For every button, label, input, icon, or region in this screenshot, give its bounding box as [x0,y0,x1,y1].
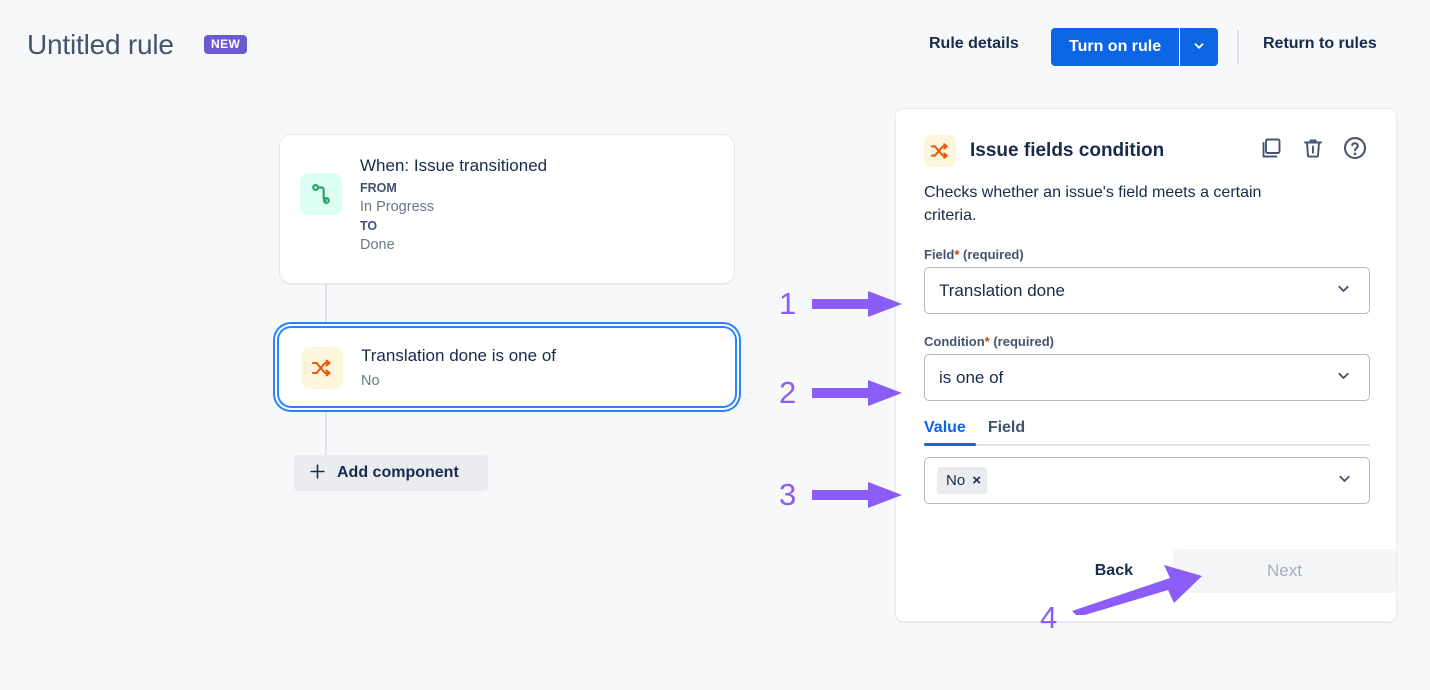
turn-on-rule-button-group: Turn on rule [1051,28,1219,66]
component-config-panel: Issue fields condition [895,108,1397,622]
duplicate-icon[interactable] [1256,133,1286,163]
required-text: (required) [963,247,1024,262]
trigger-from-label: FROM [360,181,397,195]
required-text: (required) [993,334,1055,349]
field-label-text: Field [924,247,955,262]
trigger-to-value: Done [360,237,395,253]
add-component-label: Add component [337,464,459,481]
condition-label: Condition* (required) [896,314,1396,354]
condition-title: Translation done is one of [361,346,556,365]
chevron-down-icon [1192,39,1206,56]
tab-field[interactable]: Field [987,419,1026,436]
panel-footer: Back Next [896,549,1396,593]
tabs-underline [924,444,1370,446]
next-button: Next [1173,549,1396,593]
button-divider [1179,28,1181,66]
annotation-number-4: 4 [1040,600,1058,635]
value-chip[interactable]: No × [937,467,987,494]
rule-condition-card[interactable]: Translation done is one of No [279,328,735,406]
close-icon[interactable]: × [972,472,981,489]
condition-select-value: is one of [939,367,1004,387]
panel-header: Issue fields condition [896,109,1396,167]
return-to-rules-link[interactable]: Return to rules [1263,35,1377,52]
add-component-button[interactable]: Add component [294,455,488,491]
header-divider [1237,30,1239,64]
annotation-arrow-1 [812,291,902,317]
transition-path-icon [300,173,342,215]
annotation-number-1: 1 [779,286,797,321]
page-title: Untitled rule [27,29,174,60]
annotation-arrow-3 [812,482,902,508]
plus-icon [308,462,327,484]
condition-subtitle: No [361,373,380,389]
turn-on-rule-dropdown-button[interactable] [1180,28,1219,66]
field-select[interactable]: Translation done [924,267,1370,314]
tab-value[interactable]: Value [924,419,966,436]
trigger-from-value: In Progress [360,199,435,215]
field-label: Field* (required) [896,227,1396,267]
value-multiselect[interactable]: No × [924,457,1370,504]
annotation-arrow-2 [812,380,902,406]
status-badge: NEW [204,35,248,54]
annotation-number-3: 3 [779,477,797,512]
connector-line-condition-to-add [325,406,327,456]
active-tab-indicator [924,443,976,446]
trigger-to-label: TO [360,219,378,233]
trash-icon[interactable] [1298,133,1328,163]
page-header: Untitled rule NEW Rule details Turn on r… [0,0,1430,92]
annotation-arrow-4 [1072,565,1202,615]
condition-select-wrapper: is one of [924,354,1370,401]
panel-title: Issue fields condition [970,140,1165,161]
value-field-tabs: Value Field [924,419,1370,446]
rule-trigger-card[interactable]: When: Issue transitioned FROM In Progres… [279,134,735,284]
trigger-title: When: Issue transitioned [360,156,548,175]
required-star: * [984,334,990,349]
panel-actions [1256,133,1370,163]
connector-line-trigger-to-condition [325,284,327,330]
field-select-wrapper: Translation done [924,267,1370,314]
rule-details-link[interactable]: Rule details [929,35,1019,52]
value-chip-label: No [946,472,966,489]
back-button[interactable]: Back [1085,549,1143,593]
chevron-down-icon [1336,470,1353,492]
field-select-value: Translation done [939,280,1066,300]
turn-on-rule-button[interactable]: Turn on rule [1051,28,1180,66]
panel-description: Checks whether an issue's field meets a … [924,184,1262,224]
annotation-number-2: 2 [779,375,797,410]
required-star: * [954,247,960,262]
help-icon[interactable] [1340,133,1370,163]
shuffle-arrows-icon [924,135,956,167]
condition-select[interactable]: is one of [924,354,1370,401]
condition-label-text: Condition [924,334,985,349]
shuffle-arrows-icon [301,346,343,389]
